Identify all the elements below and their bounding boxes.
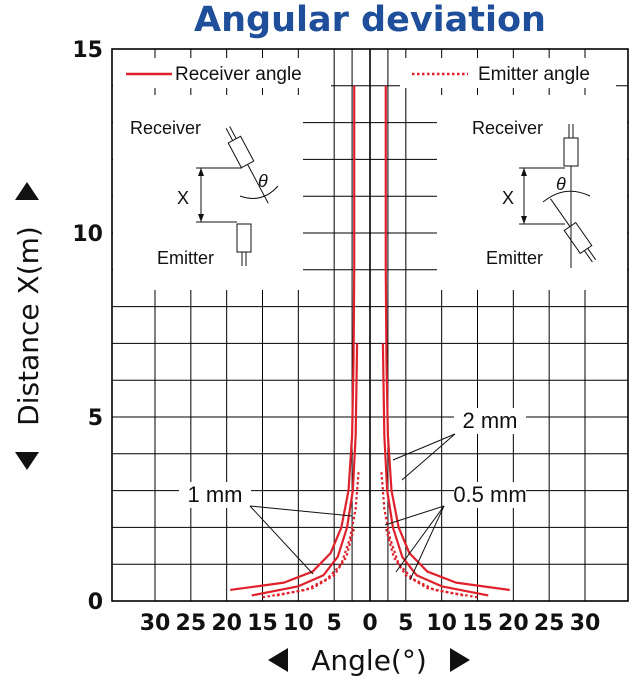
annotation-label-background	[454, 408, 526, 434]
x-axis-left-arrow-icon	[268, 648, 288, 672]
x-tick-label: 10	[426, 611, 457, 636]
x-tick-label: 5	[398, 611, 413, 636]
annotation-leader	[249, 505, 314, 575]
x-tick-label: 15	[247, 611, 278, 636]
x-tick-label: 0	[362, 611, 377, 636]
inset-emitter-sensor	[550, 198, 597, 263]
curve-2-mm-left	[230, 85, 356, 592]
y-axis-up-arrow-icon	[15, 182, 39, 200]
curve-1-mm-right	[381, 343, 489, 597]
x-axis-label: Angle(°)	[311, 644, 427, 677]
chart-title: Angular deviation	[194, 0, 546, 40]
inset-emitter-label: Emitter	[486, 248, 543, 268]
annotation-label-background	[454, 482, 526, 508]
curve-0.5-mm-right	[380, 472, 478, 599]
x-tick-label: 5	[327, 611, 342, 636]
curve-2-mm-right	[384, 85, 510, 592]
annotation-label: 2 mm	[463, 408, 518, 433]
curve-unlabeled-left	[276, 527, 356, 597]
x-tick-label: 25	[534, 611, 565, 636]
inset-arrowhead	[198, 214, 204, 222]
x-tick-label: 15	[462, 611, 493, 636]
inset-distance-label: X	[502, 188, 514, 208]
inset-emitter-sensor	[236, 223, 252, 253]
curve-0.5-mm-left	[262, 472, 360, 599]
inset-angle-label: θ	[258, 171, 268, 191]
annotation-leader	[392, 433, 456, 461]
annotation-label: 1 mm	[188, 482, 243, 507]
legend-label-receiver: Receiver angle	[175, 64, 302, 85]
y-tick-label: 5	[88, 406, 103, 431]
inset-arrowhead	[521, 216, 527, 224]
inset-arrowhead	[521, 168, 527, 176]
inset-emitter-label: Emitter	[157, 248, 214, 268]
x-tick-label: 20	[211, 611, 242, 636]
legend-label-emitter: Emitter angle	[478, 64, 590, 85]
x-tick-label: 30	[570, 611, 601, 636]
curves	[230, 85, 510, 599]
annotation-label-background	[179, 482, 251, 508]
inset-angle-arc	[542, 190, 591, 203]
y-axis-down-arrow-icon	[15, 452, 39, 470]
legend: Receiver angle Emitter angle	[113, 58, 616, 88]
curve-unlabeled-right	[384, 527, 464, 597]
inset-right-background	[437, 95, 627, 290]
y-tick-label: 15	[72, 38, 103, 63]
annotation-leader	[249, 505, 353, 517]
x-tick-label: 20	[498, 611, 529, 636]
annotation-leader	[395, 505, 445, 573]
x-tick-label: 10	[283, 611, 314, 636]
inset-angle-label: θ	[556, 174, 566, 194]
annotation-leader	[409, 505, 445, 581]
y-axis-label: Distance X(m)	[12, 226, 45, 426]
legend-background	[400, 58, 616, 88]
inset-arrowhead	[198, 168, 204, 176]
inset-receiver-label: Receiver	[130, 118, 201, 138]
inset-receiver-label: Receiver	[472, 118, 543, 138]
y-tick-label: 10	[72, 222, 103, 247]
y-tick-label: 0	[88, 590, 103, 615]
annotation-label: 0.5 mm	[453, 482, 526, 507]
x-tick-label: 25	[176, 611, 207, 636]
annotation-leader-lines: 2 mm 1 mm 0.5 mm	[179, 408, 527, 581]
inset-receiver-sensor	[225, 126, 269, 204]
inset-angle-arc	[239, 185, 279, 199]
axis-labels: Angle(°) Distance X(m)	[12, 182, 470, 677]
annotation-leader	[401, 433, 456, 481]
curve-1-mm-left	[251, 343, 359, 597]
inset-distance-label: X	[177, 188, 189, 208]
x-axis-right-arrow-icon	[450, 648, 470, 672]
x-tick-label: 30	[140, 611, 171, 636]
annotation-leader	[384, 505, 445, 526]
